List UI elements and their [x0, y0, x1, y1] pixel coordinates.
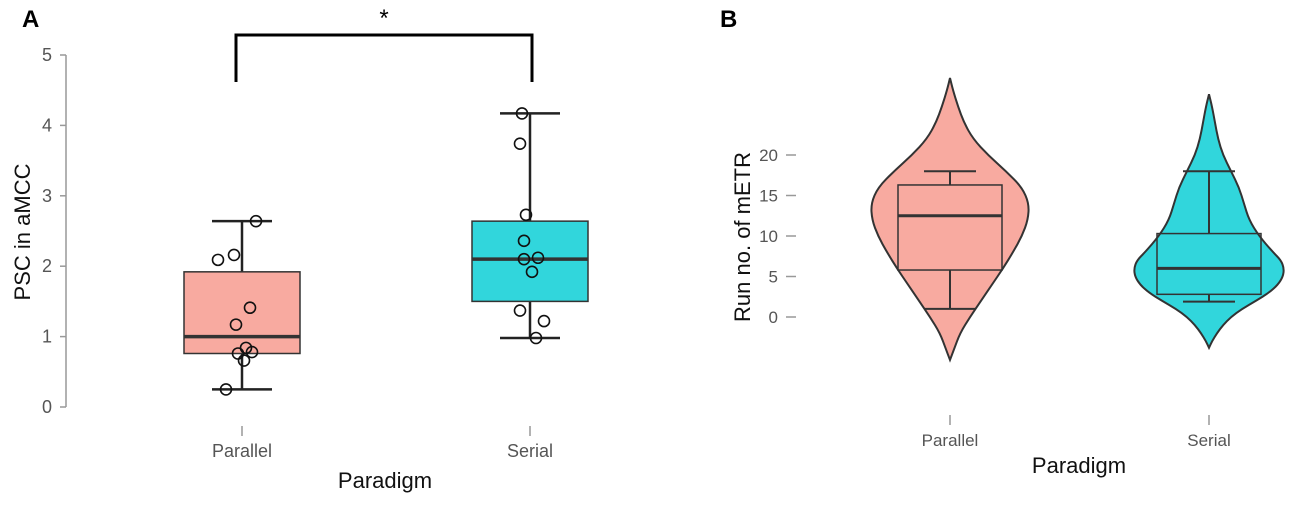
- box-serial: [471, 220, 589, 303]
- data-point: [243, 301, 257, 315]
- x-tick-label: Parallel: [922, 431, 979, 450]
- panel-a-boxes: [183, 107, 589, 396]
- data-point: [517, 252, 531, 266]
- data-point: [227, 248, 241, 262]
- panel-a-x-axis-title: Paradigm: [338, 468, 432, 493]
- y-tick-label: 20: [759, 146, 778, 165]
- data-point: [513, 304, 527, 317]
- panel-b-letter: B: [720, 6, 737, 33]
- data-point: [517, 234, 531, 248]
- y-tick-label: 2: [42, 256, 52, 276]
- y-tick-label: 4: [42, 115, 52, 135]
- panel-a-y-ticks: 0 1 2 3 4 5: [42, 45, 66, 417]
- x-tick-label: Serial: [1187, 431, 1230, 450]
- box-parallel: [183, 271, 301, 355]
- y-tick-label: 10: [759, 227, 778, 246]
- panel-b: B 0 5 10 15 20 Parallel Serial Paradigm Run n…: [720, 6, 1285, 478]
- data-point: [519, 208, 533, 222]
- violin-parallel: [870, 77, 1030, 363]
- panel-b-x-axis-title: Paradigm: [1032, 453, 1126, 478]
- data-point: [219, 383, 233, 396]
- x-tick-label: Parallel: [212, 441, 272, 461]
- data-point: [229, 318, 243, 331]
- y-tick-label: 15: [759, 187, 778, 206]
- panel-b-violins: [870, 77, 1285, 363]
- data-point: [515, 107, 529, 120]
- panel-a: A * 0 1 2 3 4 5 Parallel Serial Paradigm PSC i…: [10, 5, 589, 493]
- y-tick-label: 1: [42, 327, 52, 347]
- data-point: [245, 345, 259, 359]
- significance-bracket: [234, 33, 534, 82]
- panel-a-x-ticks: Parallel Serial: [212, 426, 553, 461]
- panel-b-y-ticks: 0 5 10 15 20: [759, 146, 796, 327]
- y-tick-label: 5: [769, 268, 778, 287]
- y-tick-label: 3: [42, 186, 52, 206]
- data-point: [531, 251, 545, 265]
- data-point: [529, 331, 543, 345]
- panel-a-y-axis-title: PSC in aMCC: [10, 163, 35, 300]
- y-tick-label: 5: [42, 45, 52, 65]
- panel-b-x-ticks: Parallel Serial: [922, 415, 1231, 450]
- data-point: [211, 253, 225, 267]
- box-serial: [1156, 232, 1262, 296]
- data-point: [249, 214, 263, 228]
- y-tick-label: 0: [42, 397, 52, 417]
- data-point: [513, 137, 527, 151]
- data-point: [537, 314, 551, 328]
- data-point: [525, 265, 539, 279]
- x-tick-label: Serial: [507, 441, 553, 461]
- significance-marker: *: [379, 5, 388, 32]
- panel-a-letter: A: [22, 6, 39, 33]
- y-tick-label: 0: [769, 308, 778, 327]
- panel-b-y-axis-title: Run no. of mETR: [730, 152, 755, 322]
- box-parallel: [897, 184, 1003, 271]
- data-point: [237, 354, 251, 367]
